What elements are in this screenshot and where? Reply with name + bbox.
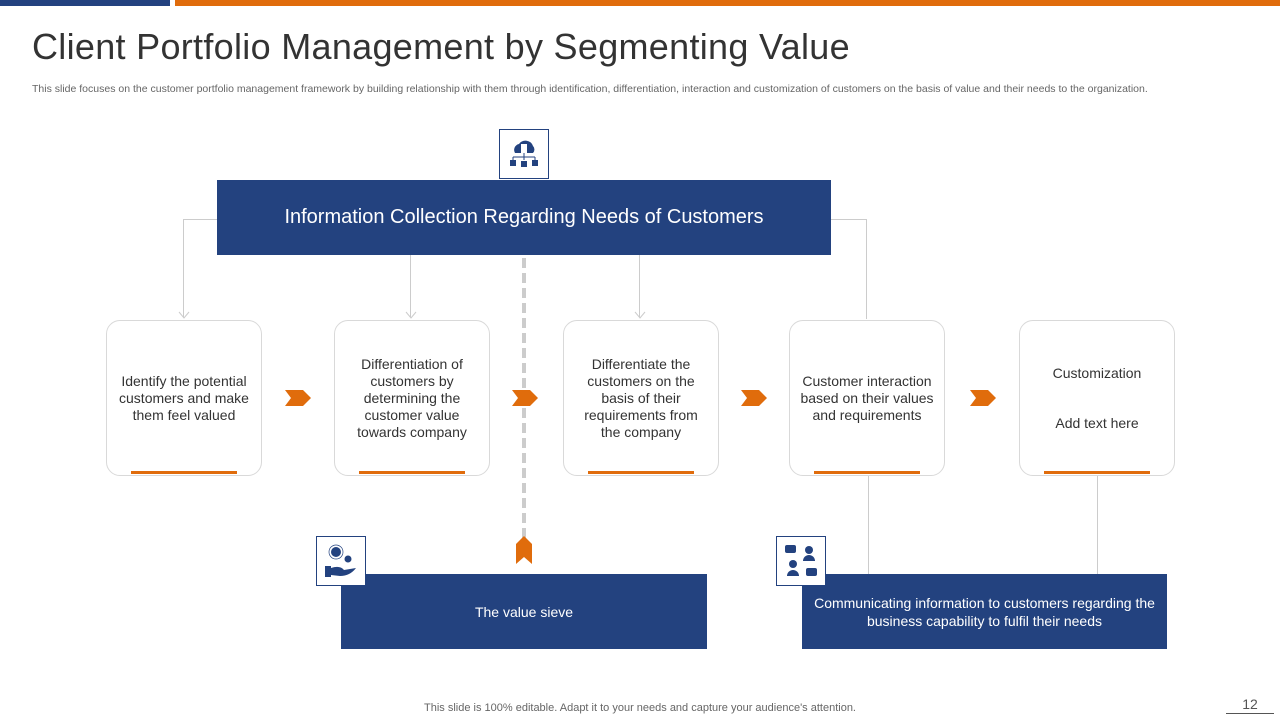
step-card-identify: Identify the potential customers and mak… <box>106 320 262 476</box>
connector <box>866 219 867 319</box>
cloud-network-icon <box>499 129 549 179</box>
card-underline <box>131 471 237 474</box>
chevron-right-icon <box>512 390 538 406</box>
page-number: 12 <box>1226 696 1274 714</box>
top-bar-orange <box>175 0 1280 6</box>
card-subtext: Add text here <box>1055 414 1139 431</box>
card-text: Differentiation of customers by determin… <box>357 355 467 440</box>
ribbon-marker-icon <box>516 536 532 564</box>
connector <box>831 219 867 220</box>
connector <box>410 255 411 317</box>
card-text: Differentiate the customers on the basis… <box>584 355 698 440</box>
value-sieve-box: The value sieve <box>341 574 707 649</box>
card-text: Identify the potential customers and mak… <box>119 372 249 423</box>
header-box: Information Collection Regarding Needs o… <box>217 180 831 255</box>
connector <box>183 219 217 220</box>
page-title: Client Portfolio Management by Segmentin… <box>32 26 850 67</box>
money-hand-icon <box>316 536 366 586</box>
communication-box: Communicating information to customers r… <box>802 574 1167 649</box>
step-card-requirements: Differentiate the customers on the basis… <box>563 320 719 476</box>
arrow-down-icon <box>178 311 190 319</box>
connector <box>639 255 640 317</box>
card-underline <box>359 471 465 474</box>
connector <box>1097 476 1098 574</box>
arrow-down-icon <box>405 311 417 319</box>
card-text: Customization <box>1052 364 1142 381</box>
chevron-right-icon <box>285 390 311 406</box>
customer-chat-icon <box>776 536 826 586</box>
step-card-differentiation: Differentiation of customers by determin… <box>334 320 490 476</box>
chevron-right-icon <box>741 390 767 406</box>
arrow-down-icon <box>634 311 646 319</box>
page-subtitle: This slide focuses on the customer portf… <box>32 83 1148 95</box>
step-card-interaction: Customer interaction based on their valu… <box>789 320 945 476</box>
footer-note: This slide is 100% editable. Adapt it to… <box>424 702 856 714</box>
connector <box>868 476 869 574</box>
top-bar-blue <box>0 0 170 6</box>
card-text: Customer interaction based on their valu… <box>800 372 934 423</box>
connector <box>183 219 184 317</box>
chevron-right-icon <box>970 390 996 406</box>
card-underline <box>588 471 694 474</box>
card-underline <box>1044 471 1150 474</box>
card-underline <box>814 471 920 474</box>
